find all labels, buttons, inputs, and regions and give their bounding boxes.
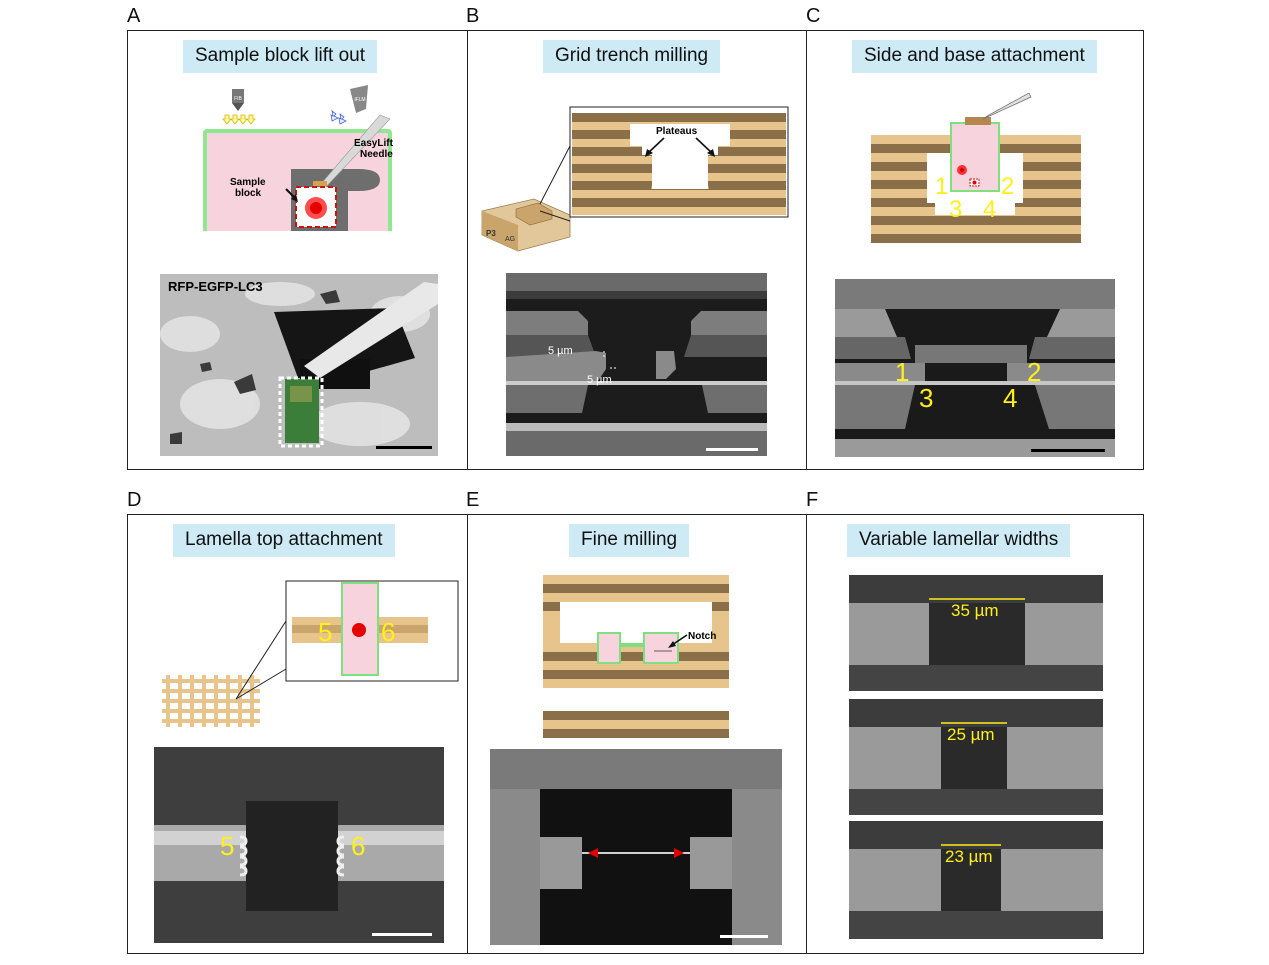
panel-d: Lamella top attachment 5 6 — [127, 514, 468, 954]
fib-source-icon: FIB — [222, 89, 256, 125]
panel-letter-c: C — [806, 5, 821, 27]
dim-label-2: 5 µm — [587, 374, 612, 386]
svg-text:P3: P3 — [486, 229, 496, 238]
top-attachment-diagram: 5 6 — [162, 580, 459, 727]
panel-e-title: Fine milling — [569, 524, 690, 557]
svg-text:2: 2 — [1001, 173, 1014, 200]
mesh-grid-icon — [162, 675, 260, 727]
grid-holder-icon: P3 AG — [481, 145, 571, 252]
svg-text:AG: AG — [505, 236, 515, 243]
panel-f: Variable lamellar widths 35 µm 25 µm — [806, 514, 1144, 954]
sem-c-label-4: 4 — [1003, 383, 1018, 413]
sem-d-label-6: 6 — [351, 831, 366, 861]
sem-image-e — [490, 749, 782, 945]
sem-image-f1: 35 µm — [849, 575, 1103, 691]
needle-icon-c — [982, 93, 1032, 120]
svg-text:EasyLift: EasyLift — [354, 138, 394, 149]
width-label-25: 25 µm — [947, 725, 995, 744]
sem-a-label: RFP-EGFP-LC3 — [168, 279, 263, 294]
fine-milling-diagram: Notch — [543, 575, 729, 739]
svg-text:block: block — [235, 188, 262, 199]
sem-image-d: 5 6 — [154, 747, 444, 943]
width-label-35: 35 µm — [951, 601, 999, 620]
dim-label-1: 5 µm — [548, 345, 573, 357]
svg-text:4: 4 — [983, 196, 996, 223]
sem-image-c: 1 2 3 4 — [835, 279, 1115, 457]
panel-c-title: Side and base attachment — [852, 40, 1097, 73]
sem-image-f3: 23 µm — [849, 821, 1103, 939]
svg-text:Needle: Needle — [360, 149, 393, 160]
panel-f-title: Variable lamellar widths — [847, 524, 1071, 557]
sample-block-lift-out-diagram: FIB iFLM EasyLift — [203, 85, 394, 231]
panel-letter-d: D — [127, 489, 142, 511]
attachment-diagram: 1 2 3 4 — [871, 93, 1081, 243]
svg-text:Sample: Sample — [230, 177, 266, 188]
svg-text:iFLM: iFLM — [354, 97, 365, 103]
panel-letter-e: E — [466, 489, 480, 511]
panel-letter-b: B — [466, 5, 480, 27]
panel-a: Sample block lift out FIB iFLM — [127, 30, 468, 470]
sem-image-a: RFP-EGFP-LC3 — [160, 274, 438, 456]
sem-image-b: 5 µm 5 µm — [506, 273, 767, 456]
sem-c-label-3: 3 — [919, 383, 934, 413]
panel-a-title: Sample block lift out — [183, 40, 378, 73]
svg-text:6: 6 — [381, 617, 395, 647]
svg-text:FIB: FIB — [234, 96, 242, 102]
panel-b: Grid trench milling P3 AG — [467, 30, 807, 470]
iflm-source-icon: iFLM — [330, 85, 368, 125]
panel-letter-f: F — [806, 489, 819, 511]
panel-c: Side and base attachment 1 2 3 4 — [806, 30, 1144, 470]
panel-letter-a: A — [127, 5, 141, 27]
sem-d-label-5: 5 — [220, 831, 235, 861]
svg-text:Notch: Notch — [688, 631, 716, 642]
svg-text:Plateaus: Plateaus — [656, 126, 698, 137]
sem-c-label-2: 2 — [1027, 357, 1042, 387]
svg-text:1: 1 — [935, 173, 948, 200]
grid-trench-diagram: P3 AG Plateaus — [481, 106, 789, 252]
panel-d-title: Lamella top attachment — [173, 524, 395, 557]
sem-image-f2: 25 µm — [849, 699, 1103, 815]
width-label-23: 23 µm — [945, 847, 993, 866]
panel-b-title: Grid trench milling — [543, 40, 721, 73]
sem-c-label-1: 1 — [895, 357, 910, 387]
svg-text:5: 5 — [318, 617, 332, 647]
svg-text:3: 3 — [949, 196, 962, 223]
panel-e: Fine milling Notch — [467, 514, 807, 954]
